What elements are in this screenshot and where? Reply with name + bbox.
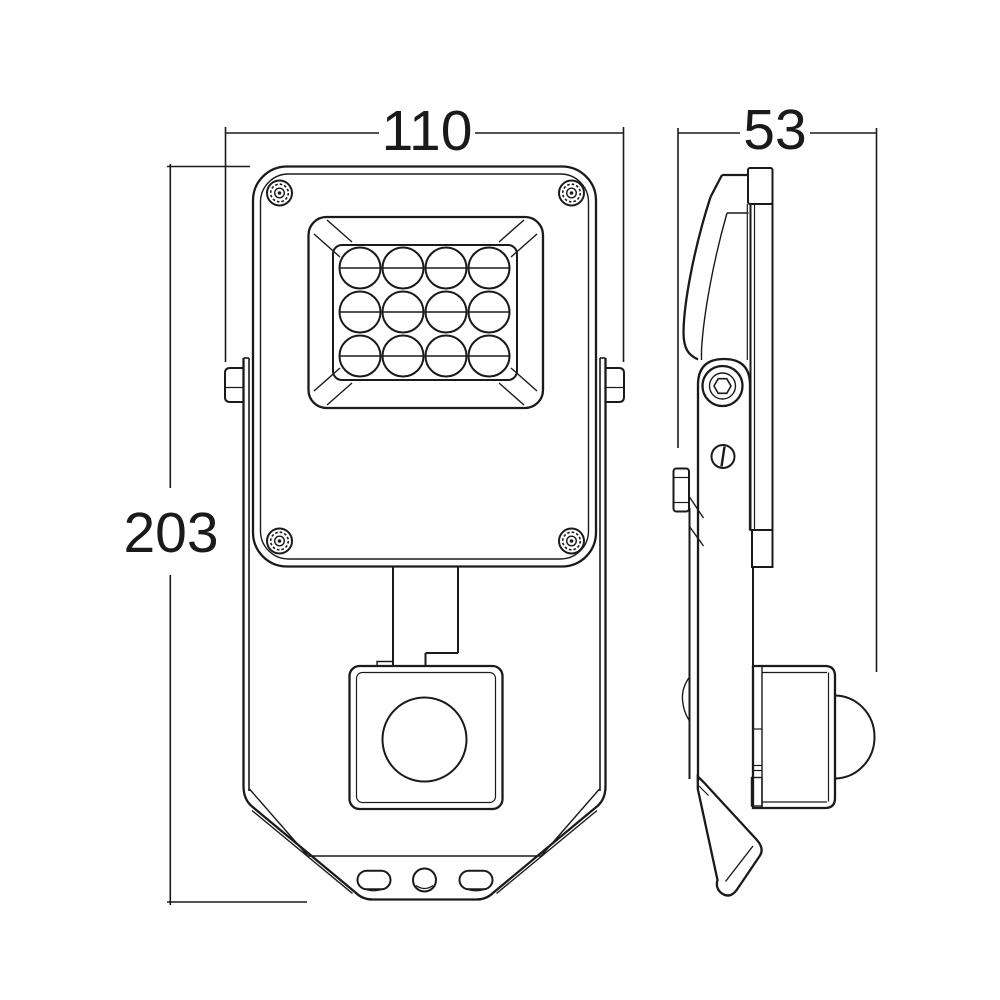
knob-side-body [672, 467, 690, 513]
crease-left [248, 788, 309, 856]
corner-screw-3-inner [274, 535, 286, 547]
bracket-arm [696, 357, 752, 781]
pivot-screw [701, 364, 744, 408]
height-value: 203 [123, 501, 218, 565]
width-value: 110 [382, 99, 473, 163]
face-plate-outer [251, 165, 598, 568]
front-profile-inner-curve [700, 212, 728, 360]
arm-chamfer-tick-1 [688, 496, 705, 519]
bezel-miter-tl-1 [313, 233, 341, 258]
sensor-neck [376, 566, 459, 666]
front-view [224, 165, 625, 901]
mounting-hole-circle-thickness [415, 885, 434, 890]
face-plate-inner [259, 173, 590, 560]
mounting-holes [356, 867, 494, 893]
bezel-top-chamfer [709, 174, 724, 198]
led-bezel [307, 215, 545, 410]
bracket-knob-left [224, 367, 244, 403]
corner-screw-4-serration [561, 531, 582, 551]
front-profile-outer-curve [682, 196, 712, 361]
sensor-dome [834, 694, 876, 780]
corner-screw-2-outer [558, 179, 585, 207]
bracket-foot-inner-edge [724, 845, 754, 882]
sensor-box-side-outline [751, 664, 837, 810]
corner-screw-2-dot [569, 191, 574, 195]
led-bezel-outer [307, 215, 545, 410]
bracket-knob-right [605, 367, 625, 403]
corner-screw-4-inner [566, 535, 578, 547]
sensor-box-side [750, 664, 876, 810]
neck-notch [376, 660, 394, 666]
bracket-foot [696, 773, 763, 897]
mounting-hole-stadium-2 [458, 869, 494, 891]
sensor-box-front [348, 664, 504, 811]
bezel-miter-tl-2 [326, 219, 353, 243]
bezel-miter-br-2 [498, 382, 525, 406]
corner-screws [266, 179, 585, 555]
adjustment-screw [710, 444, 736, 469]
arm-chamfer-tick-2 [688, 526, 705, 547]
cable-gland [750, 776, 763, 807]
bracket-foot-outline [696, 773, 763, 897]
backplate-foot [751, 529, 774, 568]
chamfer-inner-left [251, 809, 353, 895]
mounting-hole-circle [412, 867, 437, 893]
bezel-miter-br-1 [510, 367, 538, 392]
dimension-depth: 53 [677, 98, 878, 672]
dimension-width: 110 [224, 99, 625, 362]
led-bezel-inner [332, 244, 518, 381]
bracket-foot-chamfer [698, 785, 709, 796]
adjustment-screw-slot [720, 446, 726, 467]
pivot-screw-hex-socket [713, 377, 732, 395]
mounting-hole-stadium-1-thickness [361, 887, 387, 892]
corner-screw-3-serration [269, 531, 290, 551]
bezel-miter-tr-1 [510, 233, 538, 258]
bezel-miter-tr-2 [498, 219, 525, 243]
depth-value: 53 [743, 98, 806, 162]
pir-lens [381, 696, 468, 783]
mounting-hole-stadium-2-thickness [463, 887, 489, 892]
adjustment-screw-head [710, 444, 736, 469]
side-view [672, 167, 876, 897]
corner-screw-4-dot [569, 539, 574, 543]
corner-screw-1-outer [266, 179, 293, 207]
led-lens-grid [338, 246, 511, 378]
pivot-screw-ring [708, 372, 737, 400]
crease-right [540, 788, 601, 856]
mounting-hole-stadium-1 [356, 869, 392, 891]
corner-screw-4-outer [558, 527, 585, 555]
corner-screw-3-dot [277, 539, 282, 543]
sensor-box-inner [355, 671, 497, 804]
backplate-cap [747, 167, 774, 205]
bracket-arm-bump [681, 676, 691, 722]
corner-screw-1-dot [277, 191, 282, 195]
corner-screw-1-inner [274, 187, 286, 199]
bezel-miter-bl-1 [313, 367, 341, 392]
pivot-screw-outer [701, 364, 744, 408]
sensor-box-outer [348, 664, 504, 811]
housing-silhouette [242, 358, 607, 901]
chamfer-inner-right [496, 809, 598, 895]
bracket-knob-side [672, 467, 690, 513]
corner-screw-2-serration [561, 183, 582, 203]
corner-screw-2-inner [566, 187, 578, 199]
dimension-height: 203 [123, 164, 307, 905]
bezel-miter-bl-2 [326, 382, 353, 406]
corner-screw-3-outer [266, 527, 293, 555]
backplate [749, 203, 774, 531]
